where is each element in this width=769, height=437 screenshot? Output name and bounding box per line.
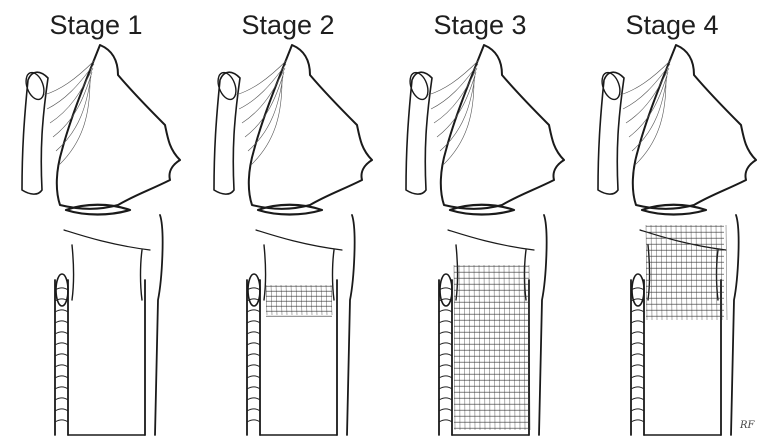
cricoid-curve	[448, 230, 534, 250]
airway-lumen-right	[141, 250, 143, 300]
vocal-fold	[642, 205, 706, 215]
stage-1-panel: Stage 1	[0, 0, 192, 437]
larynx-drawing	[0, 0, 192, 437]
arytenoid-cartilage	[632, 274, 644, 306]
vocal-fold	[66, 205, 130, 215]
artist-signature: RF	[740, 420, 754, 431]
cricoid-curve	[64, 230, 150, 250]
glottic-stenosis-hatching	[646, 225, 727, 320]
thyroid-cartilage-outline	[57, 45, 180, 209]
cricoid-curve	[256, 230, 342, 250]
posterior-wall	[721, 215, 739, 435]
airway-lumen-left	[72, 245, 74, 300]
airway-lumen-left	[648, 245, 650, 300]
thyroid-cartilage-outline	[249, 45, 372, 209]
cricoid-curve	[640, 230, 726, 250]
larynx-drawing	[192, 0, 384, 437]
larynx-drawing	[576, 0, 768, 437]
larynx-drawing	[384, 0, 576, 437]
stage-3-panel: Stage 3	[384, 0, 576, 437]
thyroid-cartilage-outline	[441, 45, 564, 209]
posterior-wall	[145, 215, 163, 435]
tracheal-rings	[247, 288, 260, 422]
posterior-wall	[337, 215, 355, 435]
airway-lumen-right	[525, 250, 527, 300]
thyroid-cartilage-outline	[633, 45, 756, 209]
tracheal-rings	[55, 288, 68, 422]
posterior-wall	[529, 215, 547, 435]
tracheal-rings	[631, 288, 644, 422]
vocal-fold	[258, 205, 322, 215]
subglottic-stenosis-hatching	[266, 285, 332, 316]
airway-lumen-left	[264, 245, 266, 300]
airway-lumen-right	[333, 250, 335, 300]
vocal-fold	[450, 205, 514, 215]
tracheal-rings	[439, 288, 452, 422]
stage-2-panel: Stage 2	[192, 0, 384, 437]
arytenoid-cartilage	[56, 274, 68, 306]
arytenoid-cartilage	[440, 274, 452, 306]
arytenoid-cartilage	[248, 274, 260, 306]
subglottic-stenosis-hatching	[454, 265, 530, 430]
stage-4-panel: Stage 4	[576, 0, 768, 437]
